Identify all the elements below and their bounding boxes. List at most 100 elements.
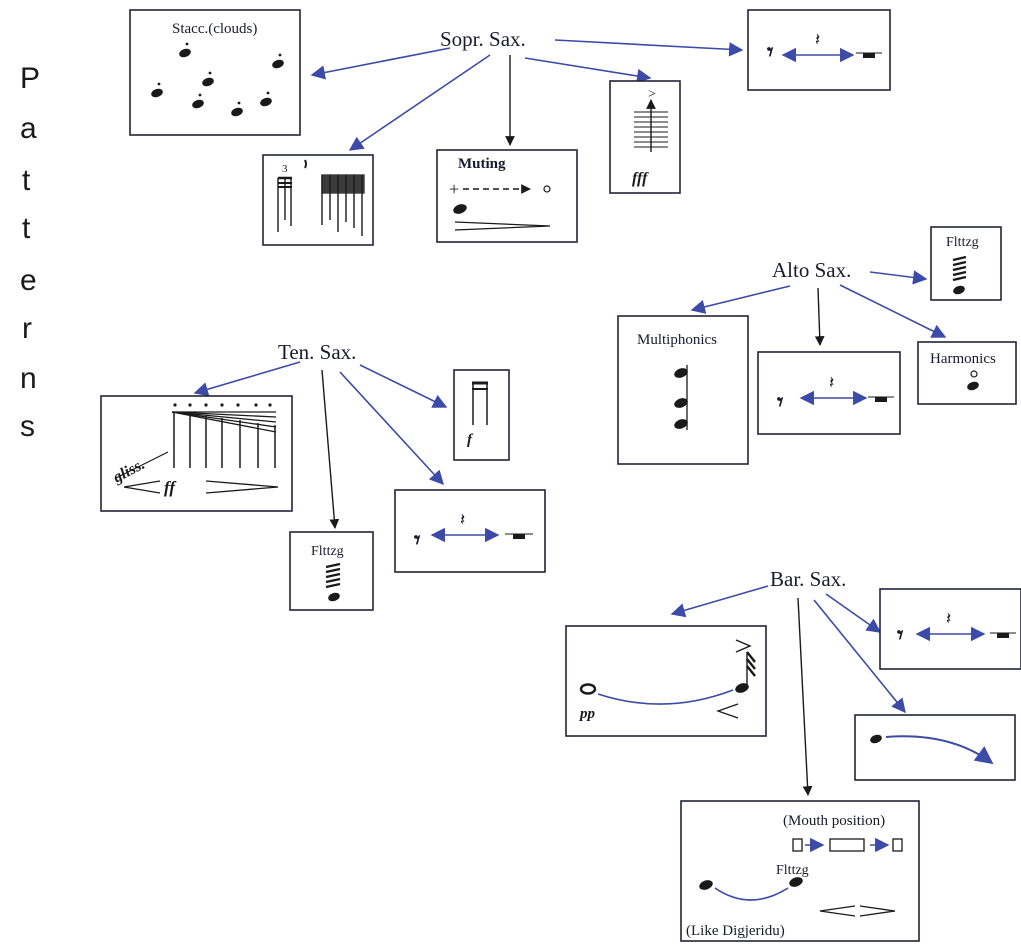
gliss-down-box — [854, 714, 1016, 781]
side-title-letter: P — [20, 62, 40, 95]
dynamic-pp: pp — [578, 706, 596, 722]
quarter-rest: 𝄽 — [460, 510, 465, 529]
gliss-stems — [173, 412, 276, 468]
alto-arrow — [814, 287, 825, 346]
mouth-shape-wide — [829, 838, 865, 852]
tenor-flttzg-label: Flttzg — [311, 544, 344, 559]
baritone-label: Bar. Sax. — [770, 567, 846, 591]
quarter-rest: 𝄽 — [815, 30, 820, 49]
soprano-arrow — [348, 54, 491, 151]
quarter-rest: 𝄽 — [829, 373, 834, 392]
beamed-sixteenths — [321, 174, 365, 236]
digjeridu-box: (Mouth position) Flttzg (Like Digjeridu) — [680, 800, 920, 942]
mouth-shape-small — [892, 838, 903, 852]
staccato-note — [192, 93, 204, 109]
muting-box: Muting + — [436, 149, 578, 243]
muting-label: Muting — [458, 156, 506, 172]
diminuendo-hairpin — [454, 221, 551, 231]
eighth-rest: 𝄾 — [897, 623, 904, 649]
tenor-arrow — [339, 371, 444, 486]
eighth-rest: 𝄾 — [767, 40, 774, 66]
multiphonics-box: Multiphonics — [617, 315, 749, 465]
crescendo-hairpin — [123, 480, 161, 494]
cluster-block — [634, 111, 668, 148]
baritone-arrow — [825, 593, 882, 633]
alto-flttzg-label: Flttzg — [946, 235, 979, 250]
breath-mark — [304, 159, 307, 169]
crescendo-hairpin — [716, 703, 739, 719]
notehead — [699, 880, 713, 890]
tenor-arrow — [321, 369, 340, 529]
soprano-arrow — [310, 47, 451, 80]
mouth-position-label: (Mouth position) — [783, 813, 885, 829]
tenor-f-note-box: f — [453, 369, 510, 461]
harmonic-circle — [970, 370, 978, 378]
notehead — [674, 398, 688, 408]
tie-arc — [714, 887, 789, 901]
dynamic-ff: ff — [164, 478, 177, 497]
whole-note — [579, 683, 597, 695]
notehead — [328, 592, 340, 602]
digjeridu-flttzg-label: Flttzg — [776, 863, 809, 878]
stacc-clouds-label: Stacc.(clouds) — [172, 21, 257, 37]
side-title-letter: e — [20, 264, 37, 297]
tremolo-strokes — [325, 562, 341, 589]
side-title-letter: r — [22, 312, 32, 345]
soprano-arrow — [524, 57, 652, 84]
baritone-arrow — [797, 597, 813, 796]
staccato-note — [260, 91, 272, 107]
notehead — [967, 381, 979, 391]
staccato-note — [272, 53, 284, 69]
baritone-arrow — [813, 599, 906, 714]
baritone-arrow — [670, 585, 769, 618]
staccato-note — [179, 42, 191, 58]
notehead — [674, 419, 688, 429]
baritone-group: Bar. Sax. pp 𝄾 𝄽 — [565, 567, 1021, 942]
tenor-group: Ten. Sax. — [100, 340, 546, 611]
dynamic-fff: fff — [632, 170, 649, 187]
harmonics-label: Harmonics — [930, 351, 996, 367]
final-note — [735, 651, 756, 693]
open-circle — [543, 185, 551, 193]
harmonics-box: Harmonics — [917, 341, 1017, 405]
multiphonics-label: Multiphonics — [637, 332, 717, 348]
diminuendo-hairpin — [205, 480, 279, 494]
tenor-label: Ten. Sax. — [278, 340, 356, 364]
soprano-group: Sopr. Sax. Stacc.(clouds) 3 — [129, 9, 891, 246]
soprano-arrow — [554, 39, 744, 57]
eighth-rest: 𝄾 — [777, 390, 784, 416]
plus-sign: + — [449, 179, 459, 199]
alto-label: Alto Sax. — [772, 258, 851, 282]
tremolo-strokes — [952, 255, 967, 282]
alto-group: Alto Sax. Flttzg Multiphonics — [617, 226, 1017, 465]
side-title-letter: t — [22, 164, 31, 197]
gliss-line — [115, 451, 169, 479]
gliss-curve — [885, 735, 994, 765]
staccato-dots — [173, 403, 272, 407]
digjeridu-label: (Like Digjeridu) — [686, 923, 785, 939]
side-title-letter: s — [20, 410, 35, 443]
beamed-figure-box: 3 — [262, 154, 374, 246]
staccato-note — [231, 101, 243, 117]
tuplet-number: 3 — [282, 163, 288, 175]
tie-arc — [597, 689, 734, 705]
notehead — [674, 368, 688, 378]
quarter-rest: 𝄽 — [946, 609, 951, 628]
alto-arrow — [839, 284, 947, 338]
gliss-box: gliss. ff — [100, 395, 293, 512]
tenor-rest-arrow-box: 𝄾 𝄽 — [394, 489, 546, 573]
notehead — [953, 285, 965, 295]
grace-group — [277, 176, 292, 232]
staccato-note — [151, 82, 163, 98]
rest-arrow-box: 𝄾 𝄽 — [747, 9, 891, 91]
notehead — [453, 204, 467, 214]
stacc-clouds-box: Stacc.(clouds) — [129, 9, 301, 136]
alto-rest-arrow-box: 𝄾 𝄽 — [757, 351, 901, 435]
beamed-note — [472, 381, 488, 425]
tenor-arrow — [359, 364, 448, 408]
tenor-flttzg-box: Flttzg — [289, 531, 374, 611]
dynamic-f: f — [467, 432, 474, 448]
notehead — [789, 877, 803, 887]
side-title-letter: t — [22, 212, 31, 245]
tenor-arrow — [193, 361, 301, 397]
